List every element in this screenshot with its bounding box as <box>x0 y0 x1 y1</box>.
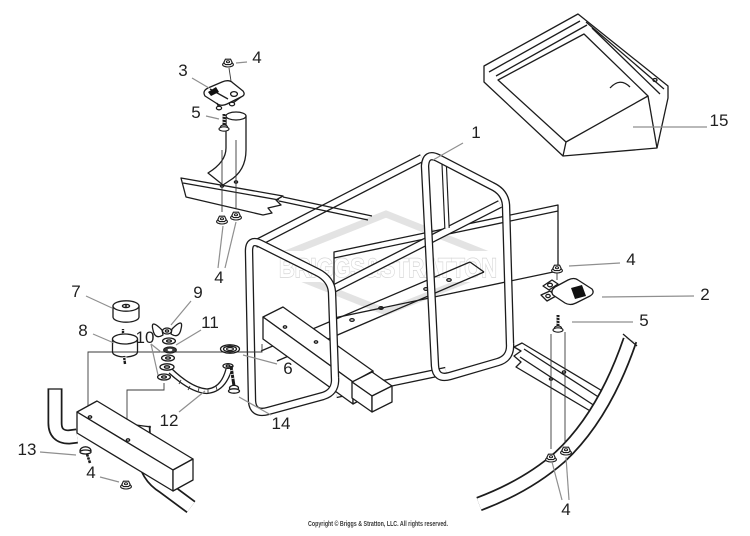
callout-15: 15 <box>710 111 729 130</box>
vibration-mount-8 <box>111 329 139 365</box>
callout-5: 5 <box>191 103 200 122</box>
callout-leader-7 <box>85 295 113 309</box>
callout-12: 12 <box>160 411 179 430</box>
flange-nut-4-bottom-left <box>120 480 132 490</box>
wing-nut-9 <box>151 322 183 338</box>
frame-section-bottom-right <box>476 332 638 512</box>
callout-leader-2 <box>601 295 695 298</box>
callout-leader-10 <box>150 343 162 353</box>
frame-section-top-left <box>180 111 373 221</box>
callout-leader-4 <box>551 461 563 501</box>
callout-leader-4 <box>224 221 237 269</box>
callout-leader-8 <box>92 333 115 344</box>
callout-leader-1 <box>432 142 464 161</box>
callout-leader-12 <box>178 390 206 413</box>
callout-5: 5 <box>639 311 648 330</box>
callout-leader-3 <box>191 77 210 89</box>
main-frame-part-1 <box>244 152 559 417</box>
callout-8: 8 <box>78 321 87 340</box>
callout-4: 4 <box>252 48 261 67</box>
bolt-5-right <box>551 313 565 334</box>
callout-leader-13 <box>39 451 77 456</box>
frame-section-bottom-left <box>47 344 263 514</box>
flat-washer-6 <box>219 344 241 354</box>
callout-7: 7 <box>71 282 80 301</box>
bolt-14 <box>227 365 241 394</box>
callout-3: 3 <box>178 61 187 80</box>
callout-6: 6 <box>283 359 292 378</box>
callout-4: 4 <box>214 268 223 287</box>
callout-2: 2 <box>700 285 709 304</box>
callout-11: 11 <box>201 313 219 332</box>
callout-leader-11 <box>175 329 202 346</box>
callout-4: 4 <box>626 250 635 269</box>
vibration-mount-7 <box>112 300 140 323</box>
flange-nut-4-top <box>222 58 234 68</box>
callout-leader-5 <box>205 115 220 120</box>
clamp-bracket-3 <box>203 67 245 111</box>
callout-leader-14 <box>238 396 272 416</box>
callout-leader-10 <box>150 343 159 376</box>
copyright-text: Copyright © Briggs & Stratton, LLC. All … <box>308 520 448 528</box>
washer-stack-10-11 <box>156 337 177 381</box>
callout-leader-4 <box>99 476 120 483</box>
flange-nut-4-plate-left <box>216 215 228 225</box>
tray-part-15 <box>483 13 669 157</box>
callout-leader-6 <box>242 354 278 365</box>
callout-14: 14 <box>272 414 291 433</box>
callout-10: 10 <box>136 328 155 347</box>
callout-leader-4 <box>568 262 621 267</box>
flange-nut-4-plate-right <box>230 211 242 221</box>
callout-leader-4 <box>565 456 570 501</box>
carriage-bolt-13 <box>79 446 92 464</box>
callout-4: 4 <box>561 500 570 519</box>
flange-nut-4-right <box>551 264 563 274</box>
callout-leader-4 <box>235 61 248 64</box>
callout-4: 4 <box>86 463 95 482</box>
callout-9: 9 <box>193 283 202 302</box>
callout-leader-4 <box>217 225 224 269</box>
callout-13: 13 <box>18 440 37 459</box>
clamp-bracket-2 <box>540 272 594 306</box>
callout-leader-9 <box>170 300 192 326</box>
callout-1: 1 <box>471 123 480 142</box>
ground-strap-12 <box>168 362 234 395</box>
